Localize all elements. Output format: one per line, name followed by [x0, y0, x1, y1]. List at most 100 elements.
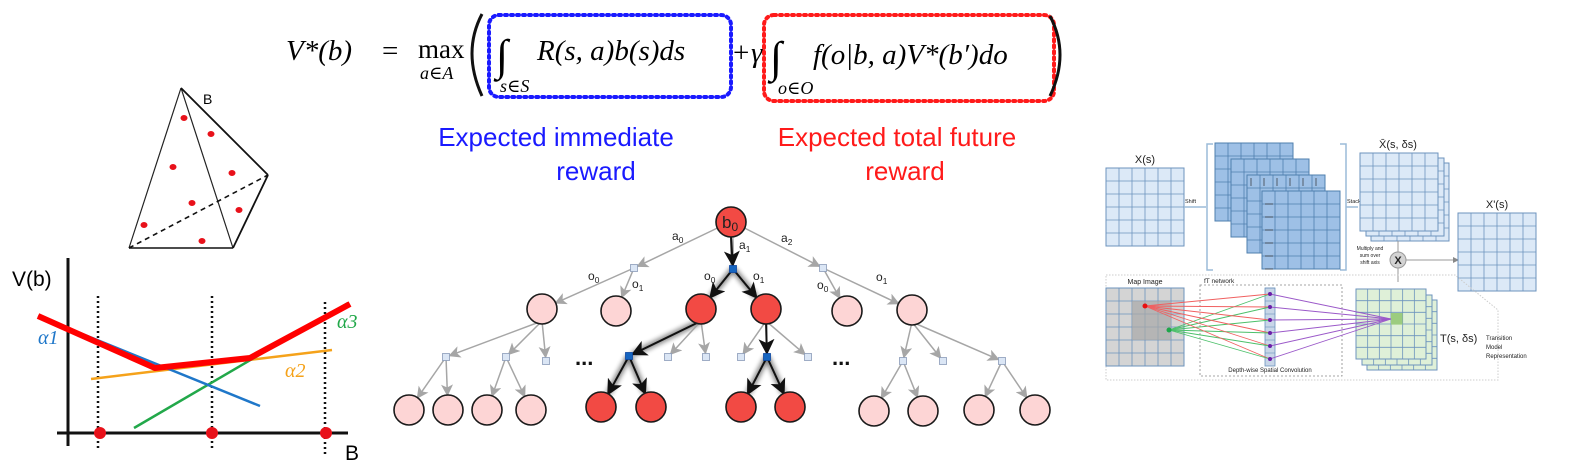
- tree-edge: [744, 227, 821, 267]
- edge-label: a2: [781, 231, 793, 247]
- edge-label: o0: [704, 269, 716, 285]
- action-node: [737, 353, 745, 361]
- t-label: T(s, δs): [1440, 333, 1477, 345]
- tree-edge: [669, 320, 702, 356]
- integral-sign-2: ∫: [767, 33, 785, 84]
- belief-node-highlighted: [635, 391, 667, 423]
- conv-unit: [1268, 305, 1272, 309]
- belief-point: [207, 131, 215, 137]
- x-axis-label: B: [345, 442, 359, 465]
- root-node: [715, 206, 747, 238]
- belief-node-highlighted: [685, 293, 717, 325]
- representation-label: Representation: [1486, 354, 1527, 360]
- ellipsis: ...: [832, 345, 850, 370]
- sample-point: [320, 427, 332, 439]
- conv-unit: [1268, 292, 1272, 296]
- action-node: [630, 264, 638, 272]
- tree-edge-highlighted: [766, 356, 786, 396]
- action-node: [819, 264, 827, 272]
- stack-bracket: [1340, 143, 1347, 271]
- tree-edge: [416, 356, 447, 399]
- alpha3-label: α3: [337, 311, 358, 333]
- network-label: fT network: [1204, 278, 1235, 285]
- red-connection: [1144, 305, 1271, 321]
- red-connection: [1144, 305, 1271, 347]
- action-node: [502, 353, 510, 361]
- alpha1-label: α1: [38, 327, 59, 349]
- belief-node-highlighted: [725, 391, 757, 423]
- tree-edge: [620, 267, 635, 299]
- tree-edge: [505, 356, 526, 398]
- belief-node: [907, 395, 939, 427]
- red-connection: [1144, 305, 1271, 334]
- belief-point: [180, 115, 188, 121]
- tree-edge: [984, 360, 1003, 398]
- equation-plus: +: [733, 37, 749, 69]
- belief-node: [896, 294, 928, 326]
- immediate-reward-label-line1: Expected immediate: [438, 122, 674, 152]
- purple-connection: [1269, 318, 1392, 360]
- tree-edge-highlighted: [630, 320, 702, 356]
- stack-label: Stack: [1347, 199, 1361, 205]
- tree-edge: [822, 267, 841, 300]
- simplex-label: B: [203, 91, 212, 107]
- integral-sign-1: ∫: [493, 31, 511, 82]
- right-paren: [1048, 15, 1062, 97]
- conv-unit: [1268, 331, 1272, 335]
- belief-node: [1019, 394, 1051, 426]
- belief-node-highlighted: [750, 293, 782, 325]
- representation-label: Transition: [1486, 336, 1512, 342]
- belief-point: [228, 170, 236, 176]
- belief-simplex: B: [128, 87, 269, 249]
- action-node-highlighted: [625, 352, 633, 360]
- action-node: [542, 357, 550, 365]
- belief-point: [235, 207, 243, 213]
- tree-edge: [902, 360, 920, 399]
- action-node: [442, 353, 450, 361]
- green-connection: [1168, 293, 1271, 331]
- tree-edge-highlighted: [746, 356, 768, 396]
- multiply-symbol: X: [1394, 255, 1402, 267]
- green-connection: [1168, 329, 1271, 334]
- belief-points: [140, 115, 243, 244]
- equation-max: max: [418, 34, 465, 64]
- purple-connection: [1269, 306, 1392, 320]
- equation-max-subscript: a∈A: [420, 63, 454, 83]
- red-connection: [1144, 305, 1271, 308]
- shift-label: Shift: [1185, 199, 1196, 205]
- belief-point: [169, 164, 177, 170]
- xprime-label: X'(s): [1486, 199, 1508, 211]
- action-node-highlighted: [729, 265, 737, 273]
- purple-connection: [1269, 293, 1392, 320]
- belief-node: [515, 394, 547, 426]
- belief-node: [393, 394, 425, 426]
- green-point: [1166, 327, 1172, 333]
- belief-node: [831, 295, 863, 327]
- red-connection: [1144, 305, 1271, 360]
- tree-edge: [538, 320, 551, 359]
- multiply-label: Multiply and: [1357, 246, 1384, 252]
- action-node: [804, 353, 812, 361]
- purple-connection: [1269, 318, 1392, 321]
- y-axis-label: V(b): [12, 268, 52, 291]
- tree-edge: [489, 356, 507, 398]
- xprime-grid: [1457, 212, 1537, 292]
- belief-node-highlighted: [585, 391, 617, 423]
- conv-label: Depth-wise Spatial Convolution: [1228, 368, 1311, 374]
- edge-label: o1: [876, 270, 888, 286]
- tree-edge-highlighted: [607, 355, 630, 396]
- tree-edge: [507, 320, 543, 356]
- tree-edge: [698, 320, 710, 355]
- edge-label: o0: [817, 278, 829, 294]
- belief-node: [432, 394, 464, 426]
- sample-point: [206, 427, 218, 439]
- green-connection: [1168, 306, 1271, 331]
- belief-node-highlighted: [774, 391, 806, 423]
- tree-edge-highlighted: [723, 236, 740, 268]
- tree-edge: [900, 321, 913, 359]
- xbar-label: X̄(s, δs): [1379, 138, 1417, 151]
- future-reward-box: [762, 13, 1056, 103]
- green-connection: [1168, 319, 1271, 331]
